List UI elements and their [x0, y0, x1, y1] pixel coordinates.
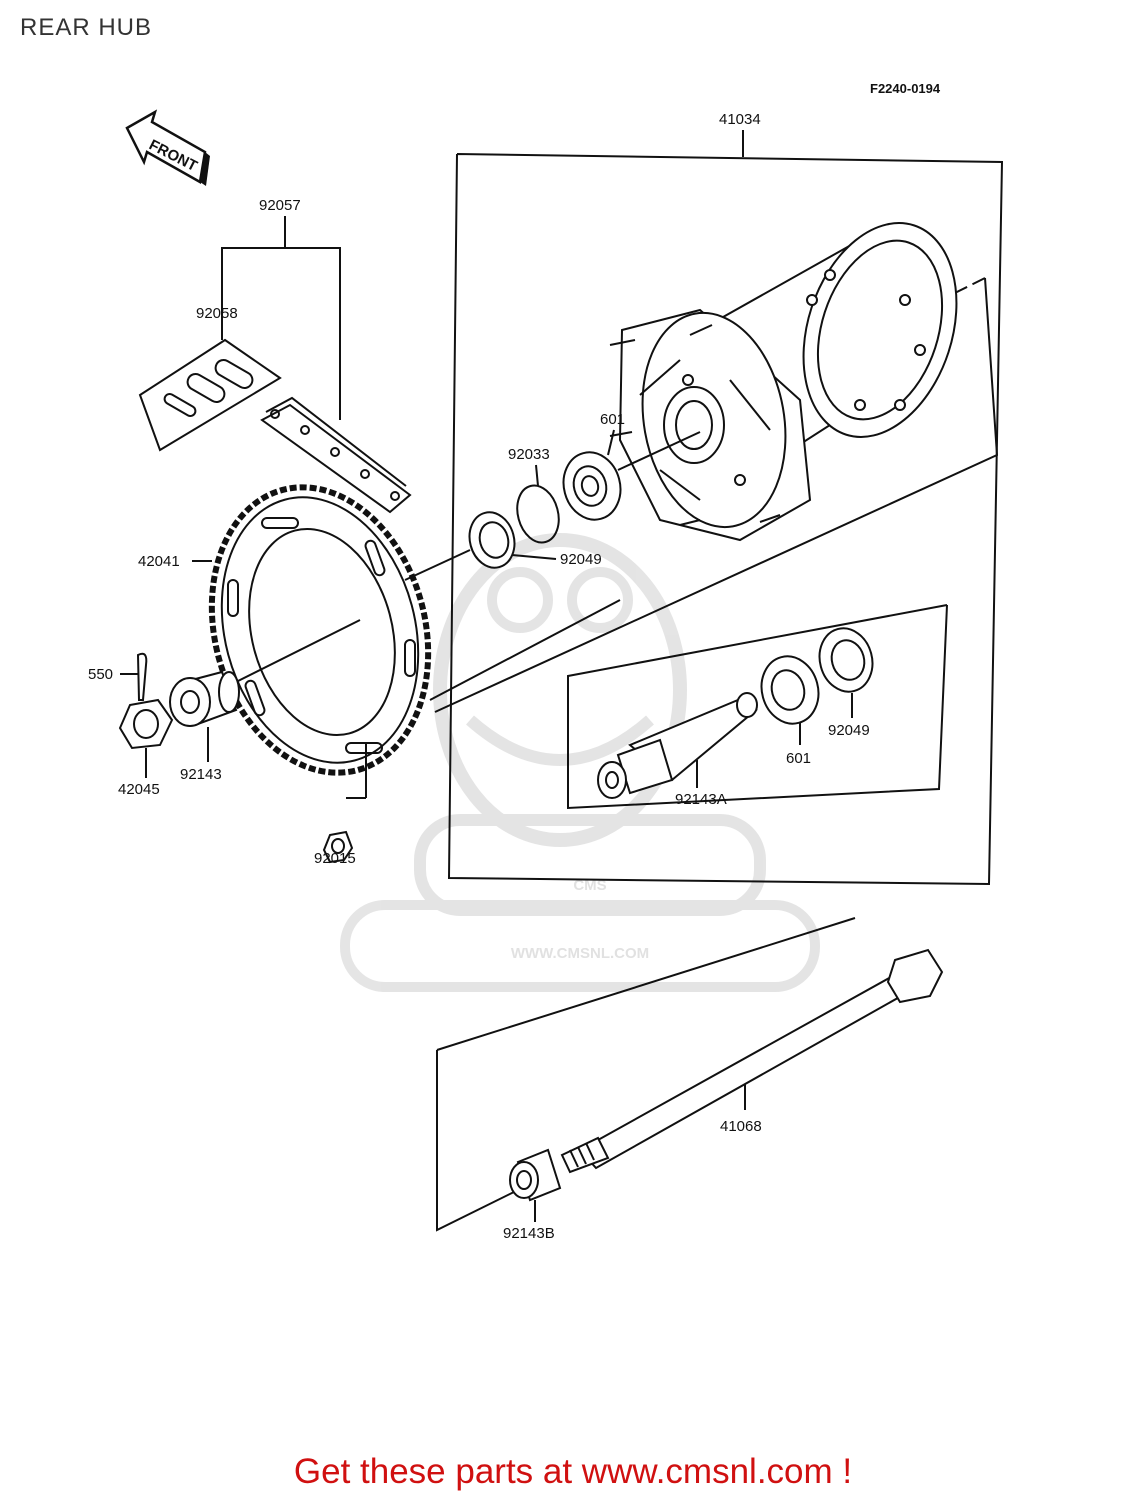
- part-label-92143: 92143: [180, 766, 222, 783]
- part-label-92049-upper: 92049: [560, 551, 602, 568]
- page-title: REAR HUB: [20, 14, 153, 41]
- oil-seal-92049-lower: [818, 627, 874, 693]
- part-label-92015: 92015: [314, 850, 356, 867]
- watermark-brand: CMS: [573, 877, 606, 894]
- sprocket-42041: [208, 484, 432, 776]
- part-label-92033: 92033: [508, 446, 550, 463]
- sprocket-nut-92015: [322, 742, 367, 864]
- part-label-92049-lower: 92049: [828, 722, 870, 739]
- rear-hub-body: [609, 222, 958, 542]
- part-label-601-lower: 601: [786, 750, 811, 767]
- axle-collar-92143B: [509, 1148, 562, 1202]
- bearing-601-lower: [760, 655, 820, 725]
- assembly-axis-lines: [219, 431, 701, 701]
- buy-parts-link[interactable]: Get these parts at www.cmsnl.com !: [293, 1452, 853, 1491]
- part-label-92143A: 92143A: [675, 791, 727, 808]
- part-label-92057: 92057: [259, 197, 301, 214]
- figure-code: F2240-0194: [870, 81, 941, 96]
- chain-joint-92058: [138, 338, 282, 452]
- part-label-550: 550: [88, 666, 113, 683]
- part-label-41034: 41034: [719, 111, 761, 128]
- collar-92143: [169, 670, 240, 727]
- part-label-41068: 41068: [720, 1118, 762, 1135]
- part-label-92143B: 92143B: [503, 1225, 555, 1242]
- bearing-601-upper: [562, 451, 622, 521]
- axle-outline: [436, 917, 856, 1232]
- front-direction-arrow: FRONT: [125, 109, 210, 186]
- part-label-601-upper: 601: [600, 411, 625, 428]
- chain-92057: [221, 216, 412, 514]
- part-label-42045: 42045: [118, 781, 160, 798]
- axle-41068: [560, 948, 944, 1174]
- cotter-pin-550: [136, 652, 148, 701]
- exploded-parts-diagram: CMS WWW.CMSNL.COM F2240-0194 FRONT 41034: [88, 81, 1004, 1242]
- watermark-url: WWW.CMSNL.COM: [511, 945, 649, 962]
- circlip-92033: [516, 484, 560, 544]
- part-label-42041: 42041: [138, 553, 180, 570]
- oil-seal-92049-upper: [468, 511, 516, 569]
- axle-nut-42045: [118, 698, 174, 750]
- spacer-92143A: [597, 692, 758, 799]
- watermark: CMS WWW.CMSNL.COM: [340, 533, 820, 992]
- part-label-92058: 92058: [196, 305, 238, 322]
